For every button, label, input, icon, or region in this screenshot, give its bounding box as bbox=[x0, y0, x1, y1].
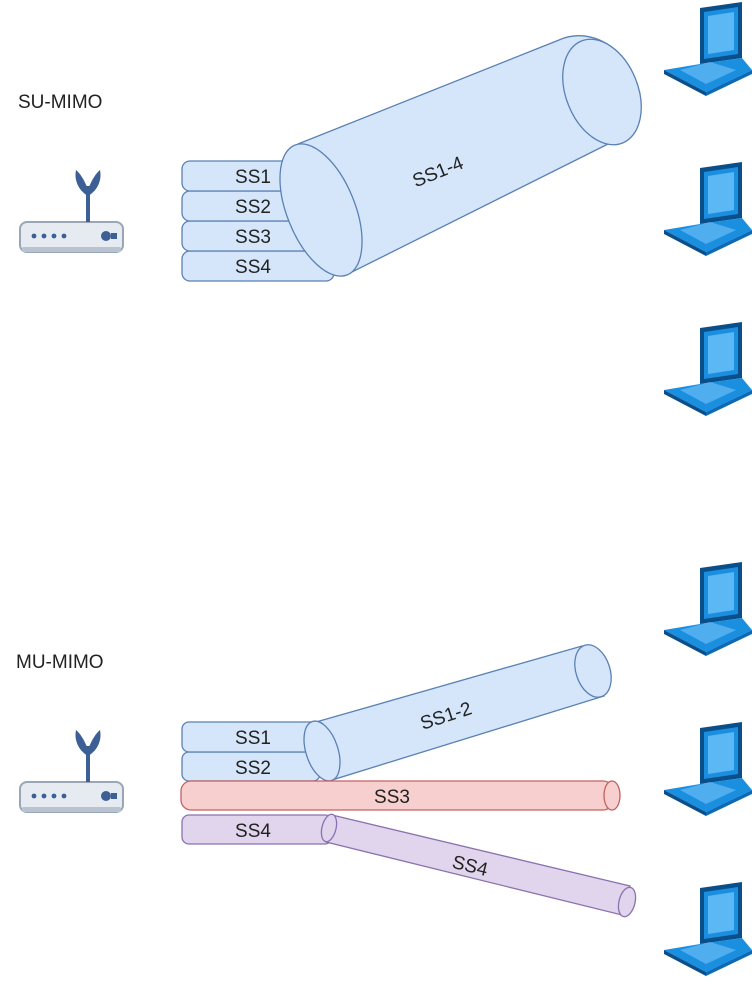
su-stream-label-ss1: SS1 bbox=[235, 167, 271, 188]
router-icon bbox=[18, 168, 125, 254]
su-stream-label-ss3: SS3 bbox=[235, 227, 271, 248]
mu-mimo-title: MU-MIMO bbox=[16, 652, 104, 673]
mu-stream-label-ss1: SS1 bbox=[235, 728, 271, 749]
su-stream-label-ss2: SS2 bbox=[235, 197, 271, 218]
laptop-icon bbox=[664, 562, 752, 656]
mu-ss12-pipe: SS1-2 bbox=[303, 644, 612, 782]
mu-stream-label-ss2: SS2 bbox=[235, 758, 271, 779]
mu-stream-label-ss4: SS4 bbox=[235, 821, 271, 842]
su-stream-label-ss4: SS4 bbox=[235, 257, 271, 278]
su-mimo-title: SU-MIMO bbox=[18, 92, 102, 113]
laptop-icon bbox=[664, 722, 752, 816]
laptop-icon bbox=[664, 322, 752, 416]
laptop-icon bbox=[664, 2, 752, 96]
mu-ss3-pipe: SS3 bbox=[180, 780, 621, 811]
mu-ss4-group: SS4 bbox=[181, 813, 637, 918]
router-icon bbox=[18, 728, 125, 814]
su-combined-pipe: SS1-4 bbox=[279, 35, 642, 277]
laptop-icon bbox=[664, 162, 752, 256]
mu-ss3-label: SS3 bbox=[374, 787, 410, 808]
laptop-icon bbox=[664, 882, 752, 976]
